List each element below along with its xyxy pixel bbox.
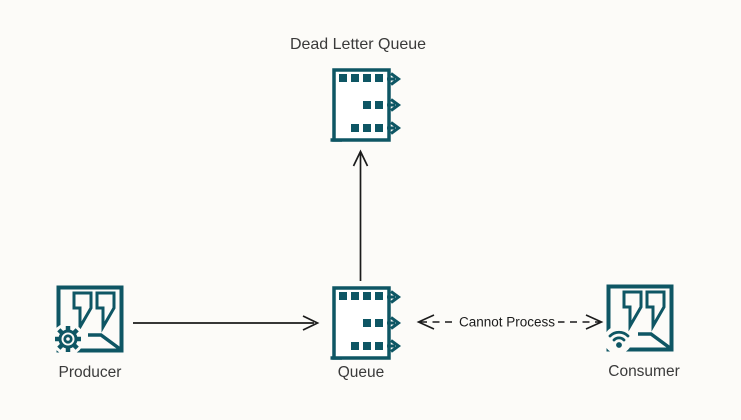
node-label-consumer: Consumer (608, 363, 680, 380)
message-queue-icon (330, 286, 402, 360)
node-consumer[interactable]: Consumer (605, 283, 680, 385)
node-queue[interactable]: Queue (330, 284, 404, 386)
node-label-producer: Producer (58, 364, 122, 381)
gear-icon (55, 326, 81, 352)
edge-label-cannot-process: Cannot Process (455, 314, 559, 330)
node-producer[interactable]: Producer (55, 284, 125, 386)
wifi-icon (608, 330, 630, 348)
message-queue-icon (330, 68, 402, 142)
edge-producer-to-queue[interactable] (133, 315, 320, 331)
consumer-chat-wifi-icon (605, 284, 674, 354)
node-label-queue: Queue (337, 364, 385, 381)
producer-chat-gear-icon (55, 285, 124, 355)
wifi-icon-halo (605, 326, 632, 354)
node-label-dead-letter-queue: Dead Letter Queue (289, 36, 427, 53)
node-dead-letter-queue[interactable]: Dead Letter Queue (290, 36, 426, 146)
edge-queue-to-dead-letter-queue[interactable] (352, 149, 369, 282)
